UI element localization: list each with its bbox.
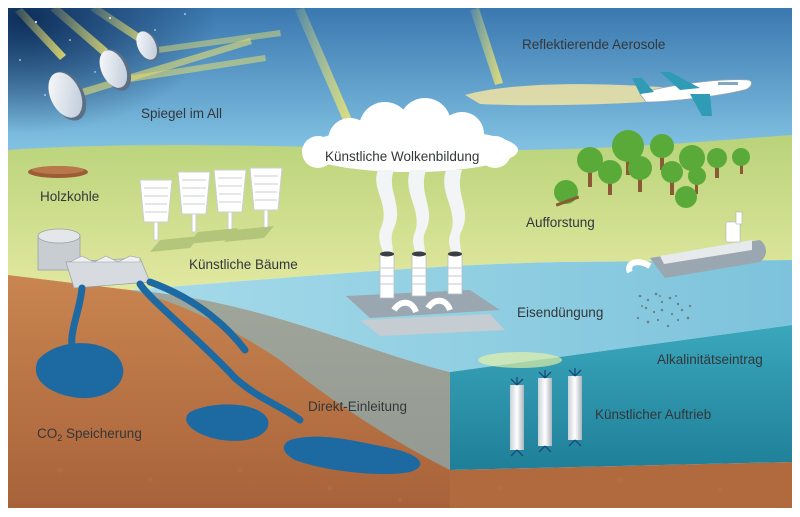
- soil-texture: [57, 467, 723, 502]
- cloud-seeding-ship: [346, 251, 505, 336]
- label-upwelling: Künstlicher Auftrieb: [595, 407, 712, 422]
- co2-subscript: 2: [57, 433, 63, 443]
- forest: [554, 130, 750, 208]
- label-cloud-seeding: Künstliche Wolkenbildung: [325, 149, 480, 164]
- co2-reservoirs: [35, 343, 421, 475]
- label-co2-storage: CO2 Speicherung: [37, 426, 142, 443]
- space-mirrors: [48, 30, 160, 121]
- iron-particles: [636, 292, 692, 328]
- label-artificial-trees: Künstliche Bäume: [189, 257, 298, 272]
- co2-suffix: Speicherung: [62, 426, 142, 441]
- label-aerosols: Reflektierende Aerosole: [522, 37, 666, 52]
- airplane: [632, 72, 752, 116]
- co2-pipelines: [68, 278, 304, 424]
- artificial-trees-shadows: [150, 226, 274, 252]
- co2-prefix: CO: [37, 426, 58, 441]
- seabed-soil: [450, 462, 792, 508]
- ship-plumes: [376, 170, 466, 262]
- upwelling-tubes: [510, 368, 582, 457]
- label-afforestation: Aufforstung: [526, 215, 595, 230]
- sun-rays: [15, 6, 503, 125]
- alkalinity-glow: [478, 352, 562, 368]
- label-space-mirrors: Spiegel im All: [141, 106, 223, 121]
- label-direct-injection: Direkt-Einleitung: [308, 399, 408, 414]
- iron-fertilization-ship: [626, 211, 766, 278]
- label-alkalinity: Alkalinitätseintrag: [657, 352, 763, 367]
- cloud: [302, 98, 518, 172]
- label-charcoal: Holzkohle: [40, 189, 100, 204]
- subsurface-water: [130, 290, 450, 470]
- label-iron-fertilization: Eisendüngung: [517, 305, 604, 320]
- artificial-trees: [139, 167, 283, 241]
